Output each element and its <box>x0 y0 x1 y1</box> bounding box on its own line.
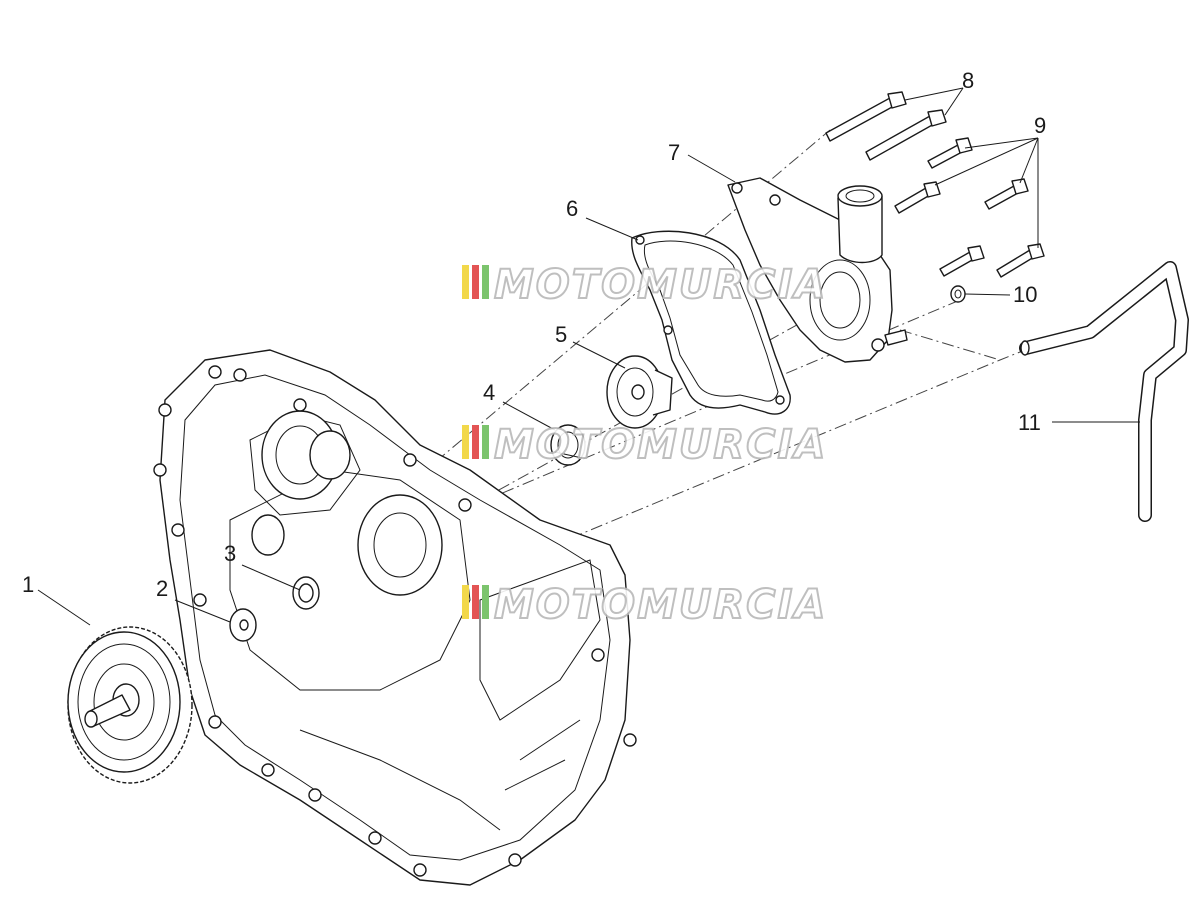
callout-7: 7 <box>668 140 680 165</box>
watermark-middle: MOTOMURCIA <box>462 421 827 469</box>
watermark-stripe-red <box>472 585 479 619</box>
watermark-stripe-yellow <box>462 585 469 619</box>
callout-2: 2 <box>156 576 168 601</box>
part-10-ring <box>950 285 966 303</box>
watermark-text: MOTOMURCIA <box>494 422 827 468</box>
part-3-oil-seal <box>292 576 320 610</box>
watermark-stripe-yellow <box>462 265 469 299</box>
watermark-text: MOTOMURCIA <box>494 262 827 308</box>
part-8-long-bolts <box>825 91 947 161</box>
callout-9: 9 <box>1034 113 1046 138</box>
callout-3: 3 <box>224 541 236 566</box>
part-2-washer <box>229 608 257 642</box>
part-9-short-bolts <box>894 137 1045 278</box>
callout-numbers: 1 2 3 4 5 6 7 8 9 10 11 <box>22 68 1046 601</box>
callout-11: 11 <box>1018 410 1041 435</box>
part-1-gear <box>67 626 193 784</box>
callout-1: 1 <box>22 572 34 597</box>
watermark-stripe-green <box>482 425 489 459</box>
callout-10: 10 <box>1013 282 1037 307</box>
callout-5: 5 <box>555 322 567 347</box>
watermark-bottom: MOTOMURCIA <box>462 581 827 629</box>
part-5-impeller <box>606 355 673 429</box>
callout-4: 4 <box>483 380 495 405</box>
watermark-stripe-green <box>482 585 489 619</box>
part-4-seal <box>550 424 586 466</box>
watermark-stripe-green <box>482 265 489 299</box>
part-6-gasket <box>631 230 791 415</box>
callout-6: 6 <box>566 196 578 221</box>
watermark-stripe-red <box>472 265 479 299</box>
flange-bolt-holes <box>153 365 637 877</box>
watermark-stripe-red <box>472 425 479 459</box>
leader-lines <box>37 87 1140 626</box>
part-7-pump-cover <box>727 177 908 363</box>
crankcase-housing <box>153 349 637 886</box>
watermark-top: MOTOMURCIA <box>462 261 827 309</box>
callout-8: 8 <box>962 68 974 93</box>
watermark-stripe-yellow <box>462 425 469 459</box>
part-11-hose <box>1019 261 1189 522</box>
watermark-text: MOTOMURCIA <box>494 582 827 628</box>
